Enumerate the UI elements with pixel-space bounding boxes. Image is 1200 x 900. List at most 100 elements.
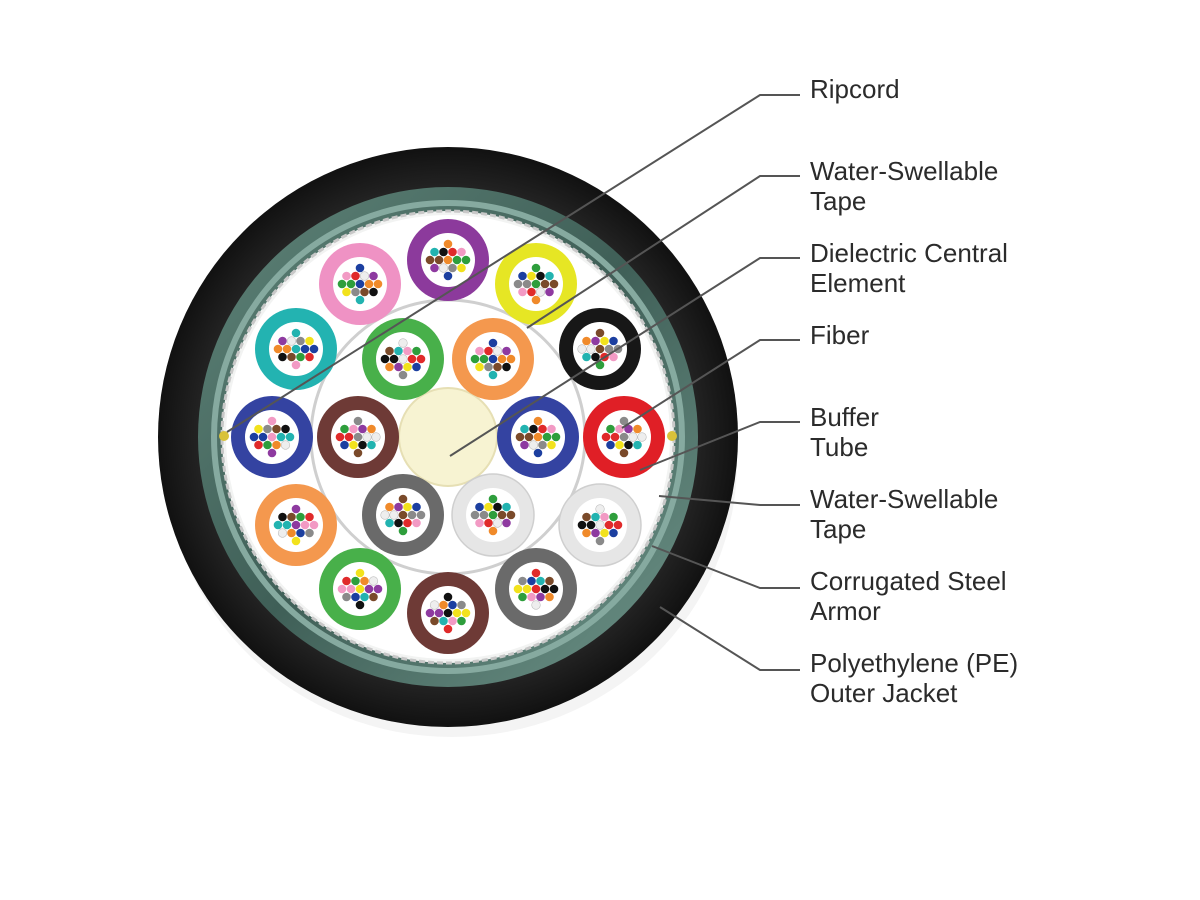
fiber <box>277 528 288 538</box>
fiber <box>273 520 283 530</box>
fiber <box>448 600 457 610</box>
fiber <box>448 616 457 626</box>
buffer-tube-blue <box>231 396 313 478</box>
fiber <box>389 354 399 364</box>
fiber <box>610 432 620 442</box>
fiber <box>367 440 376 450</box>
fiber <box>545 592 554 602</box>
fiber <box>601 432 611 442</box>
fiber <box>367 424 376 434</box>
callout-line-corrugated-steel-armor <box>651 545 800 589</box>
fiber <box>369 592 378 602</box>
fiber <box>358 440 367 450</box>
fiber <box>359 271 370 281</box>
fiber <box>364 584 374 594</box>
fiber <box>615 440 624 450</box>
callout-line-water-swellable-tape-inner <box>526 175 800 329</box>
fiber <box>385 362 394 372</box>
buffer-tube-brown <box>407 572 489 654</box>
fiber <box>624 424 633 434</box>
fiber <box>484 346 493 356</box>
fiber <box>488 338 498 348</box>
fiber <box>360 287 369 297</box>
fiber <box>535 287 546 297</box>
label-fiber: Fiber <box>810 320 870 350</box>
fiber <box>291 360 301 370</box>
fiber <box>457 247 466 257</box>
buffer-tube-pink <box>319 243 401 325</box>
fiber <box>425 255 435 265</box>
buffer-tube-group <box>231 219 665 654</box>
fiber <box>591 512 600 522</box>
ripcord-right <box>667 431 677 441</box>
fiber <box>434 608 444 618</box>
fiber <box>305 528 314 538</box>
fiber <box>582 352 591 362</box>
fiber <box>475 502 484 512</box>
fiber <box>606 424 615 434</box>
fiber <box>531 600 541 610</box>
fiber <box>488 510 498 520</box>
fiber <box>398 338 408 348</box>
ripcord-left <box>219 431 229 441</box>
fiber <box>613 520 623 530</box>
fiber <box>461 608 471 618</box>
fiber <box>591 336 600 346</box>
fiber <box>267 448 277 458</box>
fiber <box>479 510 489 520</box>
fiber <box>355 584 365 594</box>
fiber <box>351 287 360 297</box>
callout-line-dielectric-central-element <box>449 257 800 457</box>
fiber <box>452 608 462 618</box>
fiber <box>600 512 609 522</box>
fiber <box>287 528 296 538</box>
fiber <box>479 354 489 364</box>
fiber <box>470 510 480 520</box>
fiber <box>595 520 605 530</box>
fiber <box>624 440 633 450</box>
fiber <box>267 432 277 442</box>
armor-inner-ring <box>211 200 685 674</box>
fiber <box>439 247 448 257</box>
fiber <box>522 279 532 289</box>
buffer-tube-slate <box>495 548 577 630</box>
fiber <box>291 328 301 338</box>
fiber <box>353 432 363 442</box>
fiber <box>538 440 547 450</box>
fiber <box>416 510 426 520</box>
fiber <box>291 520 301 530</box>
fiber <box>518 271 527 281</box>
fiber <box>609 336 618 346</box>
fiber <box>443 239 453 249</box>
fiber <box>609 528 618 538</box>
fiber <box>488 354 498 364</box>
callout-line-water-swellable-tape-outer <box>658 495 800 506</box>
fiber <box>305 336 314 346</box>
fiber <box>369 287 378 297</box>
buffer-tube-red <box>583 396 665 478</box>
fiber <box>484 502 493 512</box>
fiber <box>263 424 272 434</box>
fiber <box>380 354 390 364</box>
fiber <box>351 271 360 281</box>
fiber <box>412 502 421 512</box>
fiber <box>457 616 466 626</box>
buffer-tube-white <box>451 473 535 557</box>
fiber <box>430 263 439 273</box>
callout-line-outer-jacket <box>659 606 800 671</box>
fiber <box>461 255 471 265</box>
fiber <box>533 432 543 442</box>
fiber <box>536 271 545 281</box>
buffer-tube-green <box>362 318 444 400</box>
fiber <box>506 354 516 364</box>
fiber <box>515 432 525 442</box>
fiber <box>540 279 550 289</box>
fiber <box>305 352 314 362</box>
fiber <box>398 370 408 380</box>
fiber <box>633 424 642 434</box>
fiber <box>355 295 365 305</box>
fiber <box>502 502 511 512</box>
fiber <box>272 440 281 450</box>
fiber <box>628 432 638 442</box>
fiber <box>547 424 556 434</box>
